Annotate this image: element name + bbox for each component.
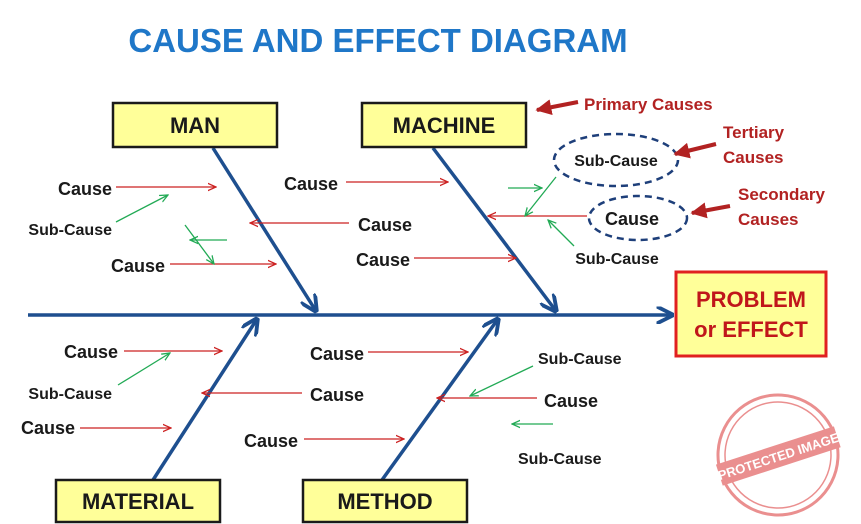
cause-label: Cause [58, 179, 112, 199]
category-machine-label: MACHINE [393, 113, 496, 138]
annotation-tertiary-2: Causes [723, 148, 783, 167]
secondary-highlight-oval [587, 194, 689, 242]
category-material: MATERIAL [54, 478, 222, 524]
sub-cause-label: Sub-Cause [28, 386, 112, 403]
bone-man [211, 147, 316, 311]
stamp-text: PROTECTED IMAGE [716, 430, 841, 483]
effect-box: PROBLEM or EFFECT [674, 270, 828, 358]
annotation-primary: Primary Causes [584, 95, 713, 114]
cause-label: Cause [358, 215, 412, 235]
cause-label: Cause [356, 250, 410, 270]
protected-image-stamp: PROTECTED IMAGE [715, 393, 841, 517]
annotation-tertiary-1: Tertiary [723, 123, 785, 142]
subcause-arrows [115, 176, 575, 424]
tertiary-highlight-oval [552, 132, 680, 188]
sub-cause-label: Sub-Cause [575, 251, 659, 268]
cause-label: Cause [310, 344, 364, 364]
category-man: MAN [111, 101, 279, 149]
effect-line-2: or EFFECT [694, 317, 808, 342]
cause-label: Cause [21, 418, 75, 438]
cause-label: Cause [544, 391, 598, 411]
category-material-label: MATERIAL [82, 489, 194, 514]
bone-method [380, 319, 498, 482]
sub-cause-label: Sub-Cause [538, 351, 622, 368]
sub-cause-label: Sub-Cause [28, 222, 112, 239]
cause-label: Cause [605, 209, 659, 229]
bone-machine [431, 146, 556, 311]
page-title: CAUSE AND EFFECT DIAGRAM [128, 22, 627, 59]
cause-label: Cause [284, 174, 338, 194]
cause-label: Cause [64, 342, 118, 362]
annotation-secondary-1: Secondary [738, 185, 825, 204]
effect-line-1: PROBLEM [696, 287, 806, 312]
cause-arrows [80, 182, 587, 439]
cause-label: Cause [244, 431, 298, 451]
annotation-secondary-2: Causes [738, 210, 798, 229]
bone-material [151, 319, 257, 481]
category-man-label: MAN [170, 113, 220, 138]
category-method-label: METHOD [337, 489, 432, 514]
annotation-arrows [535, 99, 731, 219]
cause-label: Cause [310, 385, 364, 405]
category-machine: MACHINE [360, 101, 528, 149]
category-method: METHOD [301, 478, 469, 524]
sub-cause-label: Sub-Cause [518, 451, 602, 468]
sub-cause-label: Sub-Cause [574, 153, 658, 170]
cause-label: Cause [111, 256, 165, 276]
